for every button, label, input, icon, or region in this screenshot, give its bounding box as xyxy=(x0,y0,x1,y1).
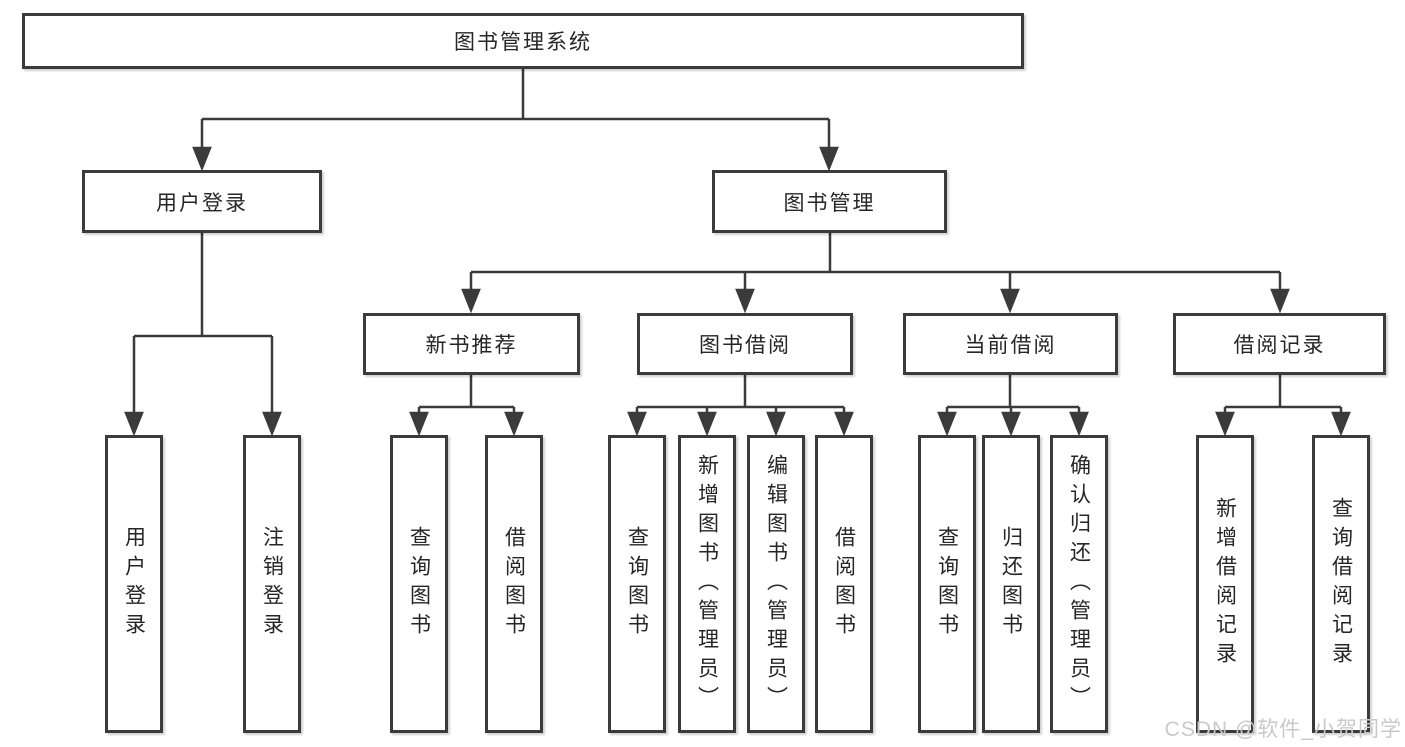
arrowhead-to-borrow-edit-books xyxy=(766,411,786,437)
connector-current-borrow xyxy=(937,375,1089,437)
node-label: 图书管理 xyxy=(783,191,876,215)
node-label: 用户登录 xyxy=(156,191,248,215)
leaf-label: 查询图书 xyxy=(407,526,431,642)
arrowhead-to-borrow-add-books xyxy=(697,411,717,437)
root-node-label: 图书管理系统 xyxy=(454,31,592,54)
leaf-label: 查询借阅记录 xyxy=(1329,497,1353,671)
arrowhead-to-user-login xyxy=(192,146,212,172)
node-new-book-recommend: 新书推荐 xyxy=(363,313,580,375)
arrowhead-to-records-add-record xyxy=(1215,411,1235,437)
leaf-label: 用户登录 xyxy=(122,526,146,642)
node-borrow-records: 借阅记录 xyxy=(1173,313,1386,375)
connector-new-book-recommend-path xyxy=(417,375,516,415)
arrowhead-to-book-borrow xyxy=(735,288,755,314)
arrowhead-to-current-query-books xyxy=(937,411,957,437)
node-label: 当前借阅 xyxy=(964,334,1057,357)
connector-new-book-recommend xyxy=(409,375,524,437)
connector-root xyxy=(192,69,839,172)
arrowhead-to-borrow-records xyxy=(1270,288,1290,314)
connector-book-borrow-path xyxy=(635,375,846,415)
leaf-borrow-query-books: 查询图书 xyxy=(608,435,666,733)
arrowhead-to-book-management xyxy=(819,146,839,172)
connector-book-management xyxy=(461,233,1290,314)
leaf-label: 注销登录 xyxy=(260,526,284,642)
node-user-login: 用户登录 xyxy=(82,170,322,233)
arrowhead-to-current-confirm-return xyxy=(1069,411,1089,437)
node-book-management: 图书管理 xyxy=(712,170,947,233)
arrowhead-to-current-return-books xyxy=(1001,411,1021,437)
leaf-borrow-borrow-books: 借阅图书 xyxy=(815,435,873,733)
leaf-label: 借阅图书 xyxy=(502,526,526,642)
arrowhead-to-borrow-query-books xyxy=(627,411,647,437)
connector-book-management-path xyxy=(469,233,1282,292)
leaf-records-add-record: 新增借阅记录 xyxy=(1196,435,1254,733)
connector-user-login-path xyxy=(132,233,274,415)
node-label: 图书借阅 xyxy=(699,334,791,357)
leaf-label: 归还图书 xyxy=(999,526,1023,642)
leaf-records-query-record: 查询借阅记录 xyxy=(1312,435,1370,733)
connector-borrow-records-path xyxy=(1223,375,1343,415)
node-label: 新书推荐 xyxy=(425,334,518,357)
leaf-user-login: 用户登录 xyxy=(105,435,163,733)
leaf-recommend-query-books: 查询图书 xyxy=(390,435,448,733)
leaf-label: 借阅图书 xyxy=(832,526,856,642)
arrowhead-to-recommend-borrow-books xyxy=(504,411,524,437)
leaf-borrow-edit-books: 编辑图书（管理员） xyxy=(747,435,805,733)
leaf-logout: 注销登录 xyxy=(243,435,301,733)
connector-user-login xyxy=(124,233,282,437)
arrowhead-to-new-book-recommend xyxy=(461,288,481,314)
csdn-watermark: CSDN @软件_小贺同学 xyxy=(1164,718,1402,741)
node-label: 借阅记录 xyxy=(1233,334,1326,357)
leaf-label: 确认归还（管理员） xyxy=(1067,453,1091,715)
leaf-label: 新增借阅记录 xyxy=(1213,497,1237,671)
leaf-label: 编辑图书（管理员） xyxy=(764,453,788,715)
arrowhead-to-leaf-user-login xyxy=(124,411,144,437)
arrowhead-to-recommend-query-books xyxy=(409,411,429,437)
connector-borrow-records xyxy=(1215,375,1351,437)
connector-current-borrow-path xyxy=(945,375,1081,415)
node-book-borrow: 图书借阅 xyxy=(637,313,853,375)
arrowhead-to-leaf-logout xyxy=(262,411,282,437)
leaf-current-confirm-return: 确认归还（管理员） xyxy=(1050,435,1108,733)
leaf-label: 查询图书 xyxy=(935,526,959,642)
leaf-borrow-add-books: 新增图书（管理员） xyxy=(678,435,736,733)
arrowhead-to-current-borrow xyxy=(1000,288,1020,314)
leaf-label: 新增图书（管理员） xyxy=(695,453,719,715)
arrowhead-to-borrow-borrow-books xyxy=(834,411,854,437)
node-current-borrow: 当前借阅 xyxy=(903,313,1118,375)
root-node: 图书管理系统 xyxy=(22,13,1024,69)
leaf-current-return-books: 归还图书 xyxy=(982,435,1040,733)
connector-book-borrow xyxy=(627,375,854,437)
leaf-label: 查询图书 xyxy=(625,526,649,642)
leaf-recommend-borrow-books: 借阅图书 xyxy=(485,435,543,733)
leaf-current-query-books: 查询图书 xyxy=(918,435,976,733)
connector-root-path xyxy=(200,69,831,150)
arrowhead-to-records-query-record xyxy=(1331,411,1351,437)
